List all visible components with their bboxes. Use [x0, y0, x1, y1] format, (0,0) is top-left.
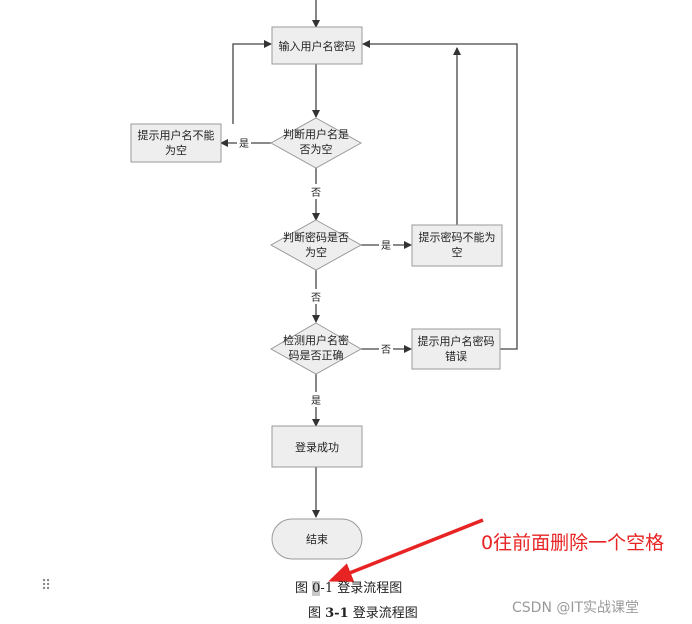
node-check-user-line1: 判断用户名是: [283, 127, 349, 141]
edge-labels: 是 否 是 否 否 是: [237, 135, 393, 407]
node-check-correct: 检测用户名密 码是否正确: [269, 322, 363, 375]
caption-editing-highlighted-number[interactable]: 0: [312, 581, 321, 596]
edge-label-yes-pwd: 是: [381, 240, 391, 252]
caption-editing-suffix: -1 登录流程图: [320, 581, 403, 596]
node-check-correct-line1: 检测用户名密: [283, 333, 349, 347]
edge-label-no-pwd: 否: [311, 292, 321, 304]
annotation-arrow: [328, 518, 484, 582]
node-check-user-line2: 否为空: [300, 142, 333, 156]
annotation-text: 0往前面删除一个空格: [481, 532, 665, 554]
node-prompt-wrong: 提示用户名密码 错误: [411, 328, 501, 370]
watermark: CSDN @IT实战课堂: [512, 600, 640, 616]
node-input: 输入用户名密码: [271, 26, 363, 65]
caption-final-number: 3-1: [325, 606, 349, 621]
node-prompt-pwd-line2: 空: [452, 245, 463, 259]
caption-editing-prefix: 图: [295, 581, 313, 596]
edge-label-no-user: 否: [311, 187, 321, 199]
node-prompt-user-line1: 提示用户名不能: [138, 128, 215, 142]
node-prompt-pwd-line1: 提示密码不能为: [419, 230, 496, 244]
node-end-label: 结束: [306, 533, 328, 546]
node-prompt-wrong-line1: 提示用户名密码: [418, 334, 495, 348]
node-input-label: 输入用户名密码: [279, 39, 356, 53]
edge-label-yes-correct: 是: [311, 395, 321, 407]
node-check-correct-line2: 码是否正确: [289, 349, 344, 362]
caption-final-prefix: 图: [308, 606, 326, 621]
node-check-pwd-empty: 判断密码是否 为空: [269, 219, 363, 271]
node-check-user-empty: 判断用户名是 否为空: [269, 117, 363, 169]
edge-label-no-correct: 否: [381, 344, 391, 356]
node-success-label: 登录成功: [295, 440, 339, 454]
node-prompt-wrong-line2: 错误: [445, 349, 467, 363]
figure-caption-editing[interactable]: 图 0-1 登录流程图: [295, 577, 402, 596]
caption-final-suffix: 登录流程图: [348, 606, 418, 621]
edge-label-yes-user: 是: [239, 138, 249, 150]
node-success: 登录成功: [271, 425, 363, 468]
node-check-pwd-line2: 为空: [305, 245, 327, 259]
node-prompt-user-line2: 为空: [165, 143, 187, 157]
node-check-pwd-line1: 判断密码是否: [283, 230, 349, 244]
node-prompt-user-empty: 提示用户名不能 为空: [130, 123, 222, 163]
edge-prompt-user-back: [232, 40, 272, 124]
edge-prompt-wrong-back: [362, 40, 518, 350]
drag-handle-icon[interactable]: ⠿: [41, 578, 52, 594]
figure-caption-final: 图 3-1 登录流程图: [308, 602, 418, 621]
node-end: 结束: [271, 518, 363, 560]
node-prompt-pwd-empty: 提示密码不能为 空: [411, 224, 503, 267]
